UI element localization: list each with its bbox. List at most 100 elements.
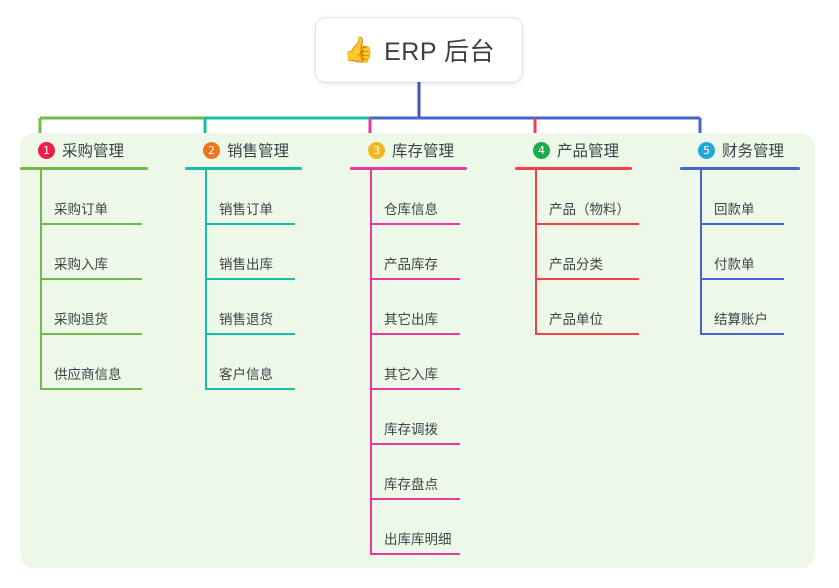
branch-column-1[interactable]: 1 采购管理采购订单采购入库采购退货供应商信息 <box>20 133 180 390</box>
branch-item[interactable]: 产品（物料） <box>535 170 675 225</box>
branch-item-rule <box>205 388 295 390</box>
branch-item-rule <box>700 278 784 280</box>
branch-header-5[interactable]: 5 财务管理 <box>680 133 839 167</box>
branch-header-2[interactable]: 2 销售管理 <box>185 133 345 167</box>
branch-item[interactable]: 采购订单 <box>40 170 180 225</box>
root-node-title: ERP 后台 <box>384 38 496 66</box>
branch-item[interactable]: 回款单 <box>700 170 839 225</box>
branch-item[interactable]: 库存盘点 <box>370 445 510 500</box>
branch-item[interactable]: 其它入库 <box>370 335 510 390</box>
branch-spine <box>40 170 42 390</box>
branch-header-1[interactable]: 1 采购管理 <box>20 133 180 167</box>
branch-header-rule <box>20 167 148 170</box>
branch-item[interactable]: 产品库存 <box>370 225 510 280</box>
branch-spine <box>205 170 207 390</box>
branch-item-label: 结算账户 <box>714 312 768 328</box>
branch-item[interactable]: 采购入库 <box>40 225 180 280</box>
branches-panel <box>20 133 815 568</box>
branch-item-label: 销售退货 <box>219 312 273 328</box>
branch-item-list: 仓库信息产品库存其它出库其它入库库存调拨库存盘点出库库明细 <box>350 170 510 555</box>
branch-item[interactable]: 仓库信息 <box>370 170 510 225</box>
branch-header-rule <box>515 167 632 170</box>
branch-item-label: 采购订单 <box>54 202 108 218</box>
branch-item[interactable]: 供应商信息 <box>40 335 180 390</box>
branch-title: 产品管理 <box>557 143 620 160</box>
branch-item-rule <box>535 278 639 280</box>
branch-item-label: 库存盘点 <box>384 477 438 493</box>
branch-item-rule <box>370 498 460 500</box>
branch-item[interactable]: 其它出库 <box>370 280 510 335</box>
branch-title: 销售管理 <box>227 143 290 160</box>
branch-item-label: 产品单位 <box>549 312 603 328</box>
branch-item-label: 仓库信息 <box>384 202 438 218</box>
branch-item-rule <box>205 223 295 225</box>
branch-item-list: 产品（物料） 产品分类产品单位 <box>515 170 675 335</box>
branch-item-rule <box>40 388 142 390</box>
branch-header-rule <box>185 167 302 170</box>
branch-item-label: 付款单 <box>714 257 755 273</box>
branch-header-3[interactable]: 3 库存管理 <box>350 133 510 167</box>
branch-item-rule <box>535 223 639 225</box>
branch-item-label: 采购退货 <box>54 312 108 328</box>
branch-item-list: 销售订单销售出库销售退货客户信息 <box>185 170 345 390</box>
branch-column-2[interactable]: 2 销售管理销售订单销售出库销售退货客户信息 <box>185 133 345 390</box>
branch-item-rule <box>370 388 460 390</box>
branch-spine <box>535 170 537 335</box>
branch-spine <box>370 170 372 555</box>
branch-item-label: 供应商信息 <box>54 367 122 383</box>
branch-item[interactable]: 结算账户 <box>700 280 839 335</box>
branch-item-rule <box>40 333 142 335</box>
branch-item-rule <box>370 278 460 280</box>
branch-item-label: 销售订单 <box>219 202 273 218</box>
branch-column-5[interactable]: 5 财务管理回款单付款单结算账户 <box>680 133 839 335</box>
branch-column-3[interactable]: 3 库存管理仓库信息产品库存其它出库其它入库库存调拨库存盘点出库库明细 <box>350 133 510 555</box>
branch-item[interactable]: 销售订单 <box>205 170 345 225</box>
branch-item[interactable]: 销售退货 <box>205 280 345 335</box>
branch-title: 财务管理 <box>722 143 785 160</box>
branch-number-badge: 1 <box>38 141 55 159</box>
branch-number-badge: 4 <box>533 141 550 159</box>
branch-item[interactable]: 采购退货 <box>40 280 180 335</box>
branch-item-label: 回款单 <box>714 202 755 218</box>
branch-item-label: 产品分类 <box>549 257 603 273</box>
branch-item[interactable]: 产品单位 <box>535 280 675 335</box>
branch-item-rule <box>700 223 784 225</box>
branch-number-badge: 3 <box>368 141 385 159</box>
root-node-card[interactable]: 👍 ERP 后台 <box>316 18 522 82</box>
branch-number-badge: 5 <box>698 141 715 159</box>
branch-columns: 1 采购管理采购订单采购入库采购退货供应商信息 2 销售管理销售订单销售出库销售退货客… <box>20 133 815 568</box>
branch-item-label: 销售出库 <box>219 257 273 273</box>
branch-item-rule <box>370 553 460 555</box>
branch-item[interactable]: 客户信息 <box>205 335 345 390</box>
branch-item-label: 采购入库 <box>54 257 108 273</box>
branch-column-4[interactable]: 4 产品管理产品（物料） 产品分类产品单位 <box>515 133 675 335</box>
branch-item-label: 客户信息 <box>219 367 273 383</box>
branch-number-badge: 2 <box>203 141 220 159</box>
branch-item-rule <box>370 443 460 445</box>
branch-header-rule <box>680 167 800 170</box>
branch-item-rule <box>205 333 295 335</box>
thumbs-up-icon: 👍 <box>342 35 375 64</box>
branch-item[interactable]: 付款单 <box>700 225 839 280</box>
branch-item[interactable]: 产品分类 <box>535 225 675 280</box>
branch-item-label: 其它入库 <box>384 367 438 383</box>
branch-item-list: 回款单付款单结算账户 <box>680 170 839 335</box>
branch-item-rule <box>370 223 460 225</box>
branch-item-rule <box>40 223 142 225</box>
branch-item-rule <box>40 278 142 280</box>
branch-item[interactable]: 出库库明细 <box>370 500 510 555</box>
branch-title: 采购管理 <box>62 143 125 160</box>
branch-title: 库存管理 <box>392 143 455 160</box>
branch-item[interactable]: 销售出库 <box>205 225 345 280</box>
branch-item-rule <box>700 333 784 335</box>
branch-spine <box>700 170 702 335</box>
branch-item[interactable]: 库存调拨 <box>370 390 510 445</box>
branch-item-rule <box>370 333 460 335</box>
branch-item-label: 出库库明细 <box>384 532 452 548</box>
branch-header-rule <box>350 167 467 170</box>
branch-item-rule <box>535 333 639 335</box>
branch-item-list: 采购订单采购入库采购退货供应商信息 <box>20 170 180 390</box>
branch-header-4[interactable]: 4 产品管理 <box>515 133 675 167</box>
branch-item-label: 产品库存 <box>384 257 438 273</box>
